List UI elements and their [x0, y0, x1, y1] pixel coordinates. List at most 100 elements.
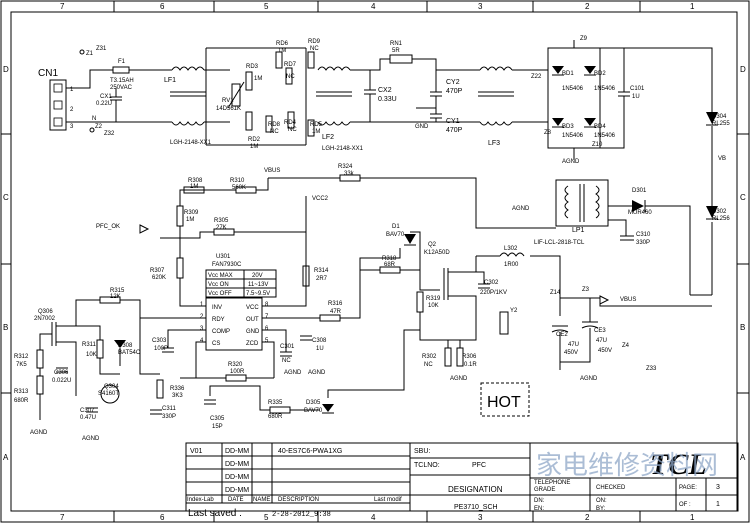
inductor-l302 [499, 252, 525, 257]
input-wires [66, 69, 160, 123]
capacitor-c307: C307 0.47U [80, 407, 98, 421]
resistor-r320: R320 100R [225, 362, 247, 382]
pfc-ok-label: PFC_OK [96, 224, 120, 230]
by-label: BY: [596, 506, 606, 512]
z9-label: Z9 [580, 36, 588, 42]
cn1-neutral: N [92, 116, 96, 122]
svg-text:27K: 27K [216, 225, 227, 231]
rv1-value: 14D561K [216, 106, 241, 112]
resistor-r311: R311 10K [82, 339, 104, 359]
svg-text:RD6: RD6 [276, 41, 289, 47]
svg-text:C307: C307 [80, 408, 95, 414]
z1-test-point [79, 49, 85, 55]
svg-text:1N5406: 1N5406 [562, 133, 584, 139]
transistor-q304: Q304 S4160T [98, 384, 120, 404]
vb-label: VB [718, 156, 726, 162]
svg-text:D304: D304 [712, 114, 727, 120]
col-label-4: 4 [371, 2, 376, 11]
cy2-label: CY2 [446, 79, 460, 86]
c101-value: 1U [632, 94, 640, 100]
z3-label: Z3 [582, 287, 590, 293]
sbu-label: SBU: [414, 448, 430, 455]
capacitor-c301: C301 NC [280, 344, 295, 364]
svg-text:S4160T: S4160T [98, 391, 119, 397]
u301-pin-zcd: ZCD [246, 341, 259, 347]
svg-text:R316: R316 [328, 301, 343, 307]
resistor-r309: R309 1M [176, 205, 199, 227]
cn1-pin1: 1 [70, 87, 74, 93]
u301-pin-inv: INV [212, 305, 222, 311]
designation-label: DESIGNATION [448, 485, 503, 494]
lp1-part: LIF-LCL-2818-TCL [534, 240, 585, 246]
cn1-pin3: 3 [70, 124, 74, 130]
row-label-c-right: C [740, 193, 746, 202]
footer-description: DESCRIPTION [278, 497, 319, 503]
svg-text:1U: 1U [316, 346, 324, 352]
svg-text:220P/1KV: 220P/1KV [480, 290, 507, 296]
resistor-rd3: RD3 1M [245, 64, 262, 91]
cx2-value: 0.33U [378, 96, 397, 103]
capacitor-c311: C311 330P [150, 406, 177, 420]
resistor-rd4: RD4 NC [284, 111, 297, 133]
svg-text:RD4: RD4 [284, 120, 297, 126]
svg-text:R312: R312 [14, 354, 29, 360]
cn1-pin2: 2 [70, 107, 74, 113]
col-label-6-bottom: 6 [160, 513, 165, 522]
z4-label: Z4 [622, 343, 630, 349]
rn1-value: 5R [392, 48, 400, 54]
gate-drive-wires [300, 231, 440, 319]
svg-text:1M: 1M [190, 184, 198, 190]
pfc-title: PFC [472, 462, 486, 469]
agnd-r313: AGND [30, 430, 48, 436]
resistor-r316: R316 47R [319, 301, 343, 322]
tclno-label: TCLNO: [414, 462, 440, 469]
vbus-arrow [599, 295, 610, 305]
en-label: EN: [534, 506, 544, 512]
svg-text:R311: R311 [82, 342, 97, 348]
line-wires-d [370, 58, 470, 123]
svg-text:R335: R335 [268, 400, 283, 406]
svg-text:47U: 47U [568, 342, 579, 348]
z2-test-point [89, 127, 95, 133]
col-label-6: 6 [160, 2, 165, 11]
z33-label: Z33 [646, 366, 657, 372]
ic-u301: U301 FAN7930C [205, 254, 263, 351]
lf2-part: LGH-2148-XX1 [322, 146, 364, 152]
svg-text:620K: 620K [152, 275, 166, 281]
f1-rating-v: 250VAC [110, 85, 133, 91]
u301-pin4-num: 4 [200, 338, 204, 344]
choke-lf3 [470, 66, 540, 126]
agnd-output: AGND [580, 376, 598, 382]
svg-text:47R: 47R [330, 309, 342, 315]
resistor-rd7: RD7 NC [284, 62, 297, 85]
row-label-b: B [3, 323, 8, 332]
svg-text:C305: C305 [210, 416, 225, 422]
svg-text:R306: R306 [462, 354, 477, 360]
u301-pin8-num: 8 [265, 302, 269, 308]
svg-text:2R7: 2R7 [316, 276, 328, 282]
agnd-source: AGND [450, 376, 468, 382]
svg-text:RD8: RD8 [268, 122, 281, 128]
svg-text:Y2: Y2 [510, 308, 518, 314]
resistor-r336: R336 3K3 [156, 379, 185, 399]
resistor-r324: R324 33k [338, 164, 361, 182]
gnd-label: GND [415, 124, 429, 130]
svg-text:C302: C302 [484, 280, 499, 286]
telephone-label: TELEPHONE [534, 480, 570, 486]
row-label-d-right: D [740, 65, 746, 74]
varistor-rv1-slash [227, 81, 245, 109]
resistor-r306: R306 0.1R [456, 347, 477, 368]
resistor-r319: R319 10K [416, 291, 441, 313]
cn1-label: CN1 [38, 68, 58, 79]
svg-text:RL255: RL255 [712, 121, 730, 127]
control-wires [39, 318, 169, 420]
svg-text:0.022U: 0.022U [52, 378, 71, 384]
resistor-rd9: RD9 NC [307, 39, 321, 69]
svg-text:560K: 560K [232, 185, 246, 191]
resistor-r305: R305 27K [213, 218, 235, 236]
pfc-output-wires [608, 205, 712, 296]
drain-wire [475, 190, 561, 262]
l302-value: 1R00 [504, 262, 519, 268]
svg-text:R314: R314 [314, 268, 329, 274]
